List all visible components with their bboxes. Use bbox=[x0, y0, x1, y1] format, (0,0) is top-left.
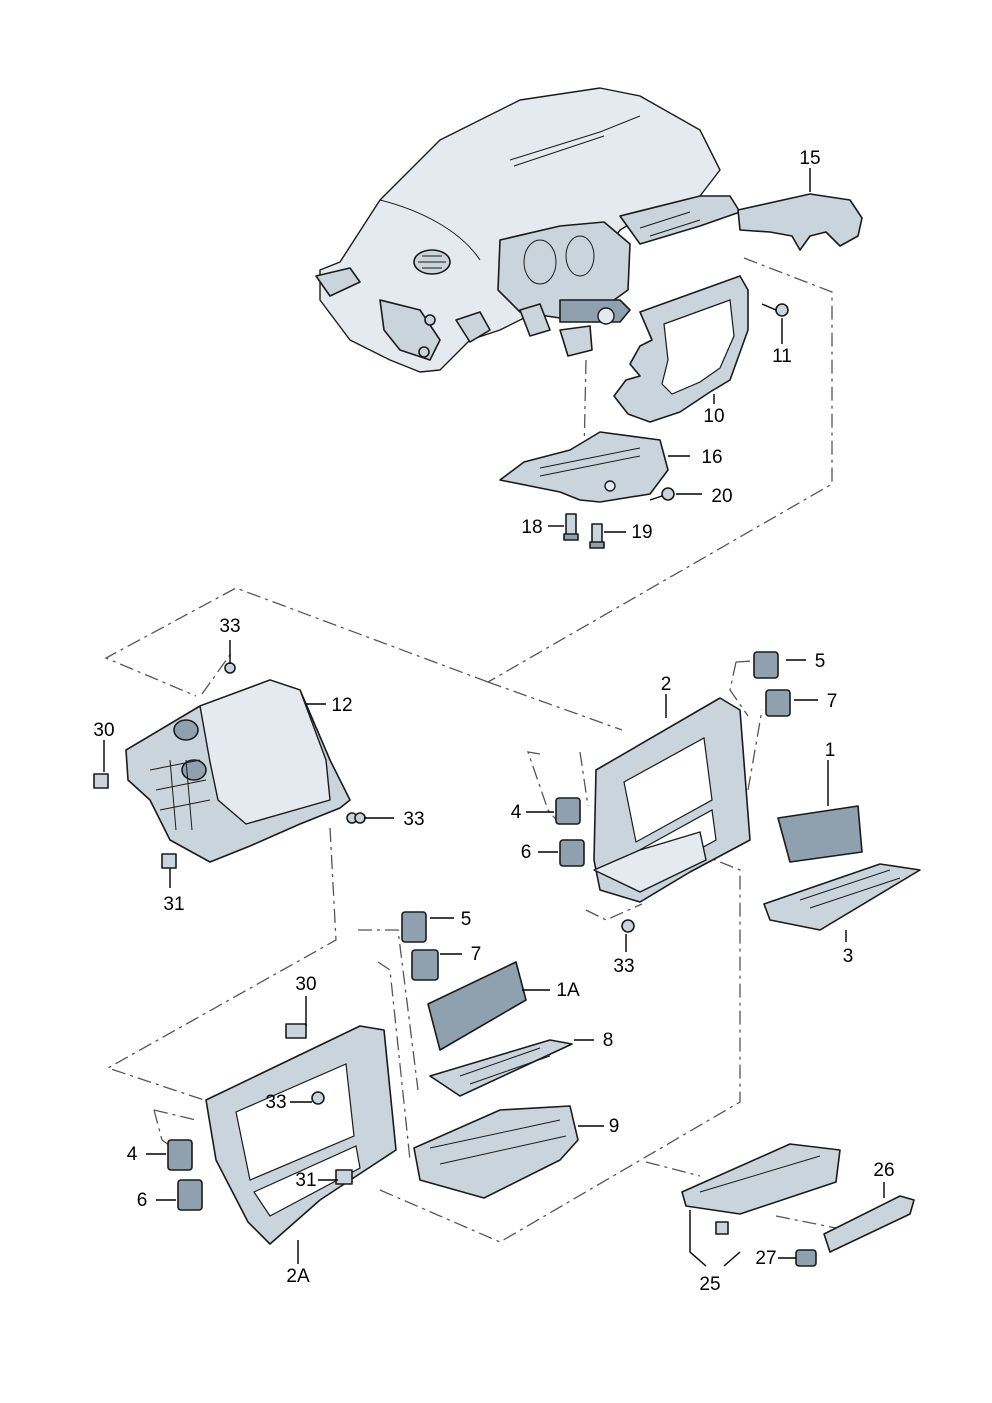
callout-12: 12 bbox=[331, 695, 352, 716]
callout-2a: 2A bbox=[286, 1266, 310, 1287]
callout-27: 27 bbox=[755, 1248, 776, 1269]
part-2a-frame bbox=[205, 1023, 397, 1245]
small-screws-upper bbox=[563, 303, 789, 549]
dashboard-illustration bbox=[315, 87, 741, 373]
callout-4-top: 4 bbox=[511, 802, 522, 823]
callout-1a: 1A bbox=[556, 980, 580, 1001]
callout-6-bottom: 6 bbox=[137, 1190, 148, 1211]
callout-15: 15 bbox=[799, 148, 820, 169]
callout-5-top: 5 bbox=[815, 651, 826, 672]
callout-4-bottom: 4 bbox=[127, 1144, 138, 1165]
callout-8: 8 bbox=[603, 1030, 614, 1051]
callout-7-bottom: 7 bbox=[471, 944, 482, 965]
callout-30-top: 30 bbox=[93, 720, 114, 741]
part-15-cover bbox=[737, 193, 863, 251]
callout-26: 26 bbox=[873, 1160, 894, 1181]
callout-2: 2 bbox=[661, 674, 672, 695]
callout-31-top: 31 bbox=[163, 894, 184, 915]
small-caps bbox=[167, 651, 791, 1211]
part-2-frame bbox=[593, 697, 751, 903]
callout-16: 16 bbox=[701, 447, 722, 468]
callout-25: 25 bbox=[699, 1274, 720, 1295]
callout-5-bottom: 5 bbox=[461, 909, 472, 930]
callout-20: 20 bbox=[711, 486, 732, 507]
callout-11: 11 bbox=[772, 346, 792, 367]
callout-7-top: 7 bbox=[827, 691, 838, 712]
callout-3: 3 bbox=[843, 946, 854, 967]
callout-6-top: 6 bbox=[521, 842, 532, 863]
callout-31-bottom: 31 bbox=[295, 1170, 316, 1191]
callout-labels: 15 11 10 16 20 18 19 33 12 30 33 31 2 5 … bbox=[93, 148, 894, 1295]
module-25-26-27 bbox=[681, 1143, 915, 1267]
callout-9: 9 bbox=[609, 1116, 620, 1137]
callout-33-mid: 33 bbox=[403, 809, 424, 830]
callout-33-top: 33 bbox=[219, 616, 240, 637]
callout-10: 10 bbox=[703, 406, 724, 427]
part-10-frame bbox=[613, 275, 749, 423]
leader-lines bbox=[103, 168, 885, 1267]
part-16-trim bbox=[499, 431, 669, 503]
assembly-lines bbox=[104, 257, 837, 1243]
part-12-bracket bbox=[93, 662, 358, 869]
panels-and-trays bbox=[413, 805, 921, 1199]
callout-1: 1 bbox=[825, 740, 836, 761]
callout-30-bottom: 30 bbox=[295, 974, 316, 995]
callout-33-bottom: 33 bbox=[265, 1092, 286, 1113]
callout-33-right: 33 bbox=[613, 956, 634, 977]
callout-19: 19 bbox=[631, 522, 652, 543]
callout-18: 18 bbox=[521, 517, 542, 538]
